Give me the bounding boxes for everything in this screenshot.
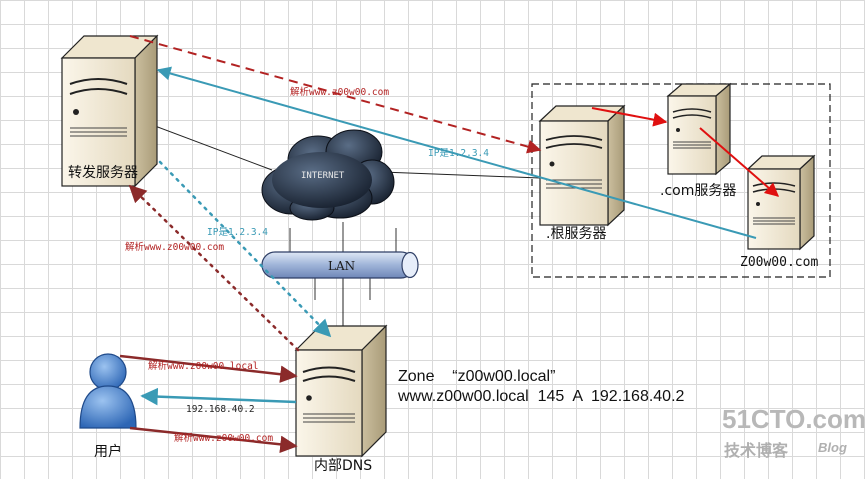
watermark-blog: Blog <box>818 440 847 455</box>
label-dns-to-forwarder: 解析www.z00w00.com <box>125 241 224 253</box>
z00w00-server-icon <box>746 154 816 251</box>
user-label: 用户 <box>94 443 122 460</box>
edge-z00w00-to-forwarder <box>156 66 757 239</box>
edge-com-to-z00w00 <box>699 127 780 197</box>
com-label: .com服务器 <box>660 183 736 199</box>
watermark-brand: 51CTO.com <box>722 404 865 434</box>
internet-cloud-icon <box>261 129 395 221</box>
com-server-icon <box>666 82 732 176</box>
label-forwarder-to-root: 解析www.z00w00.com <box>290 86 389 98</box>
root-zone-box <box>531 83 831 278</box>
root-label: .根服务器 <box>546 226 606 242</box>
label-dns-to-user: 192.168.40.2 <box>186 404 255 415</box>
internal-dns-label: 内部DNS <box>314 458 372 474</box>
internet-label: INTERNET <box>301 171 345 181</box>
zone-title: Zone “z00w00.local” <box>398 368 555 385</box>
lan-label: LAN <box>328 259 355 273</box>
watermark-tagline: 技术博客 <box>724 441 789 460</box>
label-z00w00-to-forwarder: IP是1.2.3.4 <box>428 148 489 159</box>
forwarder-server-icon <box>60 34 159 188</box>
edge-forwarder-to-dns <box>158 160 332 338</box>
zone-record: www.z00w00.local 145 A 192.168.40.2 <box>397 388 685 405</box>
user-icon <box>79 353 137 429</box>
edge-forwarder-to-root <box>129 35 542 154</box>
edge-dns-to-forwarder <box>128 184 300 352</box>
edge-dns-to-user <box>140 387 297 406</box>
label-user-to-dns-2: 解析www.z00w00.com <box>174 432 273 444</box>
label-forwarder-to-dns: IP是1.2.3.4 <box>207 227 268 238</box>
watermark-logo: 51CTO.com 技术博客 Blog <box>722 404 865 460</box>
root-server-icon <box>538 104 626 227</box>
edge-root-to-com <box>591 107 668 127</box>
link-internet-root <box>381 171 541 179</box>
label-user-to-dns-1: 解析www.z00w00.local <box>148 360 259 372</box>
edge-user-to-dns-2 <box>129 426 298 454</box>
z00w00-label: Z00w00.com <box>740 255 818 270</box>
link-forwarder-internet <box>154 125 273 171</box>
forwarder-label: 转发服务器 <box>68 165 138 181</box>
internal-dns-server-icon <box>294 324 388 458</box>
edge-user-to-dns-1 <box>119 354 298 383</box>
